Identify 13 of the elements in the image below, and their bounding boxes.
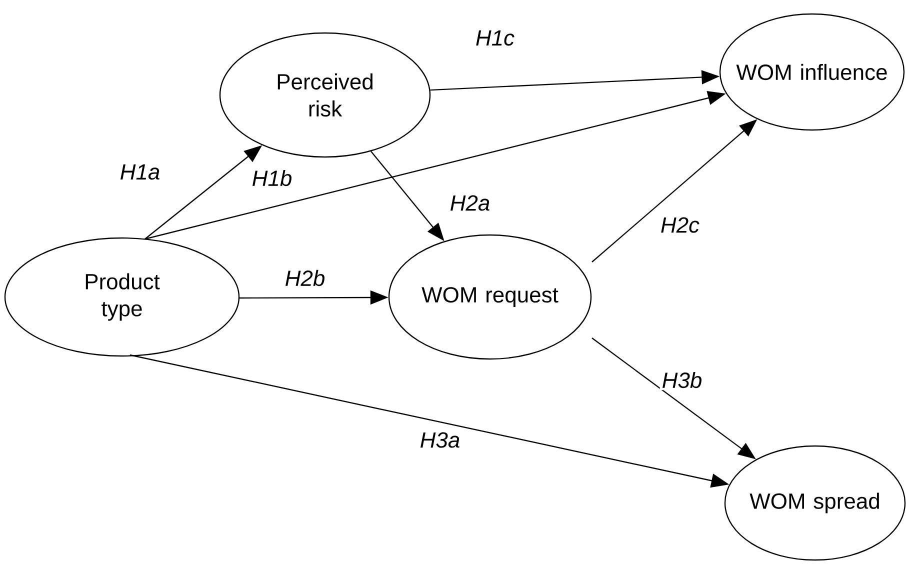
edge-label: H3a [418,430,462,450]
ellipse-node: WOM request [388,234,592,360]
edge-label: H3b [660,370,704,390]
edge-label: H2a [448,193,492,213]
edge-label: H2c [658,215,702,235]
edge-label: H1a [118,162,162,182]
edge-label: H2b [282,268,328,288]
edge-label: H1b [250,168,294,188]
edge-label: H1c [473,28,517,48]
ellipse-node: Product type [4,237,240,357]
ellipse-node: WOM influence [719,13,905,131]
ellipse-node: WOM spread [724,445,906,561]
ellipse-node: Perceived risk [219,32,431,158]
